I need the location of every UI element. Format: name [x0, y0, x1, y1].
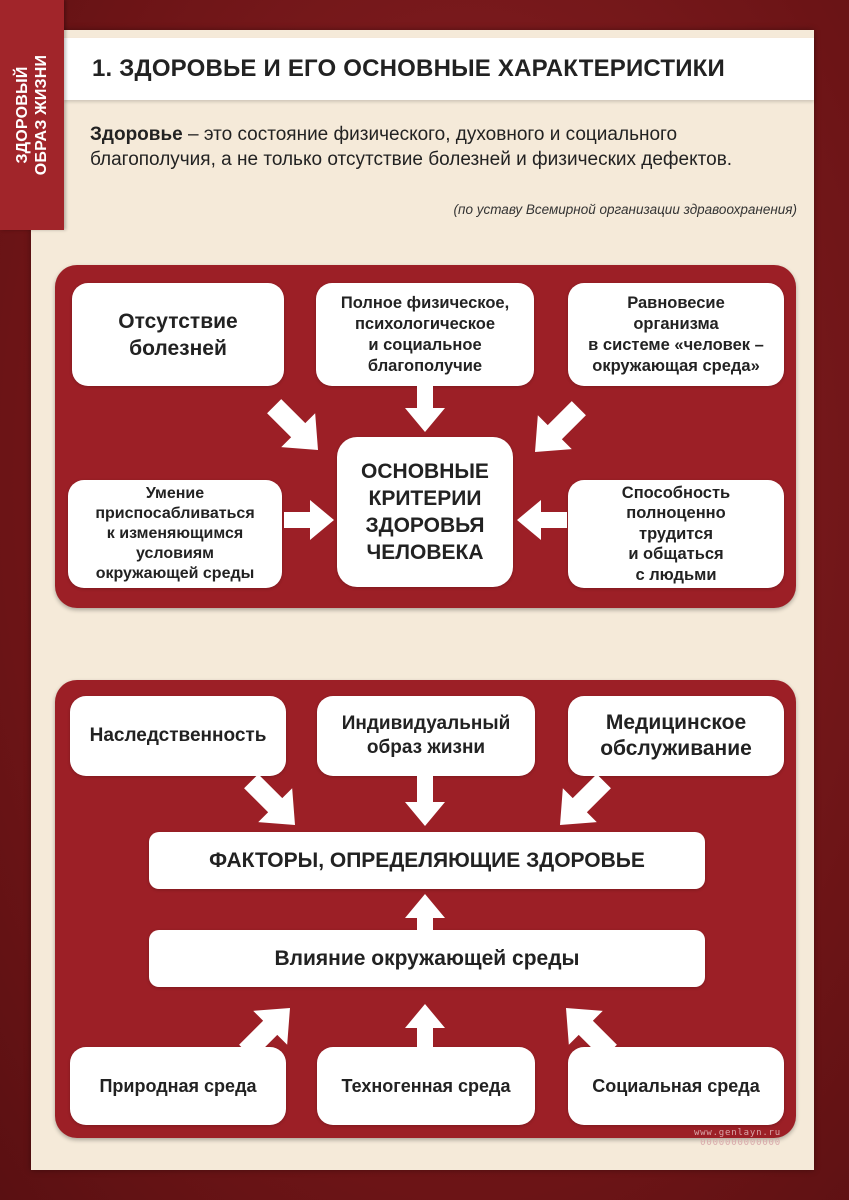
criteria-middle-right-box: Способность полноценно трудится и общать… — [568, 480, 784, 588]
factors-main-label: ФАКТОРЫ, ОПРЕДЕЛЯЮЩИЕ ЗДОРОВЬЕ — [209, 848, 645, 872]
criteria-middle-left-box: Умение приспосабливаться к изменяющимся … — [68, 480, 282, 588]
criteria-middle-left-line: окружающей среды — [95, 565, 255, 582]
criteria-top-right-line: Равновесие — [627, 293, 725, 312]
criteria-top-left-line: болезней — [129, 336, 227, 360]
factor-heredity-label: Наследственность — [89, 725, 267, 746]
factor-lifestyle-line: Индивидуальный — [341, 713, 511, 734]
criteria-middle-right-line: трудится — [638, 524, 713, 543]
side-tab: ЗДОРОВЫЙ ОБРАЗ ЖИЗНИ — [0, 0, 64, 230]
environment-label: Влияние окружающей среды — [274, 946, 580, 970]
environment-box: Влияние окружающей среды — [149, 930, 705, 987]
social-env-box: Социальная среда — [568, 1047, 784, 1125]
natural-env-box: Природная среда — [70, 1047, 286, 1125]
natural-env-label: Природная среда — [99, 1075, 257, 1096]
factor-lifestyle-box: Индивидуальный образ жизни — [317, 696, 535, 776]
criteria-top-middle-line: и социальное — [368, 335, 482, 354]
criteria-top-middle-line: психологическое — [354, 314, 496, 333]
criteria-middle-left-line: Умение — [145, 485, 205, 502]
criteria-top-right-line: в системе «человек – — [588, 335, 764, 354]
side-tab-line-2: ОБРАЗ ЖИЗНИ — [33, 54, 50, 176]
side-tab-label: ЗДОРОВЫЙ ОБРАЗ ЖИЗНИ — [0, 0, 64, 230]
criteria-middle-left-line: к изменяющимся — [106, 525, 244, 542]
criteria-center-line: КРИТЕРИИ — [368, 487, 482, 510]
factor-medical-line: обслуживание — [600, 737, 752, 760]
technogenic-env-box: Техногенная среда — [317, 1047, 535, 1125]
factor-medical-line: Медицинское — [605, 711, 747, 734]
criteria-top-middle-line: благополучие — [367, 356, 483, 375]
criteria-top-right-line: окружающая среда» — [592, 356, 760, 375]
definition-term: Здоровье — [90, 124, 183, 145]
factor-lifestyle-line: образ жизни — [366, 737, 486, 758]
criteria-center-line: ЗДОРОВЬЯ — [365, 514, 485, 537]
criteria-middle-left-line: условиям — [136, 545, 214, 562]
criteria-top-middle-line: Полное физическое, — [340, 293, 510, 312]
technogenic-env-label: Техногенная среда — [341, 1075, 511, 1096]
side-tab-line-1: ЗДОРОВЫЙ — [14, 66, 31, 164]
criteria-middle-right-line: Способность — [621, 483, 731, 502]
factors-main-box: ФАКТОРЫ, ОПРЕДЕЛЯЮЩИЕ ЗДОРОВЬЕ — [149, 832, 705, 889]
criteria-top-right-box: Равновесие организма в системе «человек … — [568, 283, 784, 386]
factor-heredity-box: Наследственность — [70, 696, 286, 776]
criteria-middle-right-line: и общаться — [628, 545, 724, 564]
watermark-site: www.genlayn.ru — [693, 1128, 781, 1138]
criteria-top-middle-box: Полное физическое, психологическое и соц… — [316, 283, 534, 386]
criteria-center-box: ОСНОВНЫЕ КРИТЕРИИ ЗДОРОВЬЯ ЧЕЛОВЕКА — [337, 437, 513, 587]
page-title: 1. ЗДОРОВЬЕ И ЕГО ОСНОВНЫЕ ХАРАКТЕРИСТИК… — [92, 55, 725, 82]
social-env-label: Социальная среда — [592, 1075, 760, 1096]
criteria-top-left-box: Отсутствие болезней — [72, 283, 284, 386]
criteria-middle-left-line: приспосабливаться — [95, 505, 255, 522]
watermark-code: 0000000000000 — [700, 1138, 781, 1148]
definition-source: (по уставу Всемирной организации здравоо… — [453, 202, 797, 217]
publisher-watermark: www.genlayn.ru 0000000000000 — [694, 1128, 781, 1148]
health-definition: Здоровье – это состояние физического, ду… — [90, 122, 790, 172]
definition-text: – это состояние физического, духовного и… — [90, 124, 733, 170]
criteria-middle-right-line: с людьми — [635, 565, 717, 584]
criteria-top-right-line: организма — [633, 314, 719, 333]
criteria-center-line: ОСНОВНЫЕ — [361, 460, 489, 483]
criteria-top-left-line: Отсутствие — [118, 309, 238, 333]
title-bar: 1. ЗДОРОВЬЕ И ЕГО ОСНОВНЫЕ ХАРАКТЕРИСТИК… — [64, 38, 814, 100]
criteria-center-line: ЧЕЛОВЕКА — [366, 541, 484, 564]
factor-medical-box: Медицинское обслуживание — [568, 696, 784, 776]
criteria-middle-right-line: полноценно — [626, 504, 726, 523]
